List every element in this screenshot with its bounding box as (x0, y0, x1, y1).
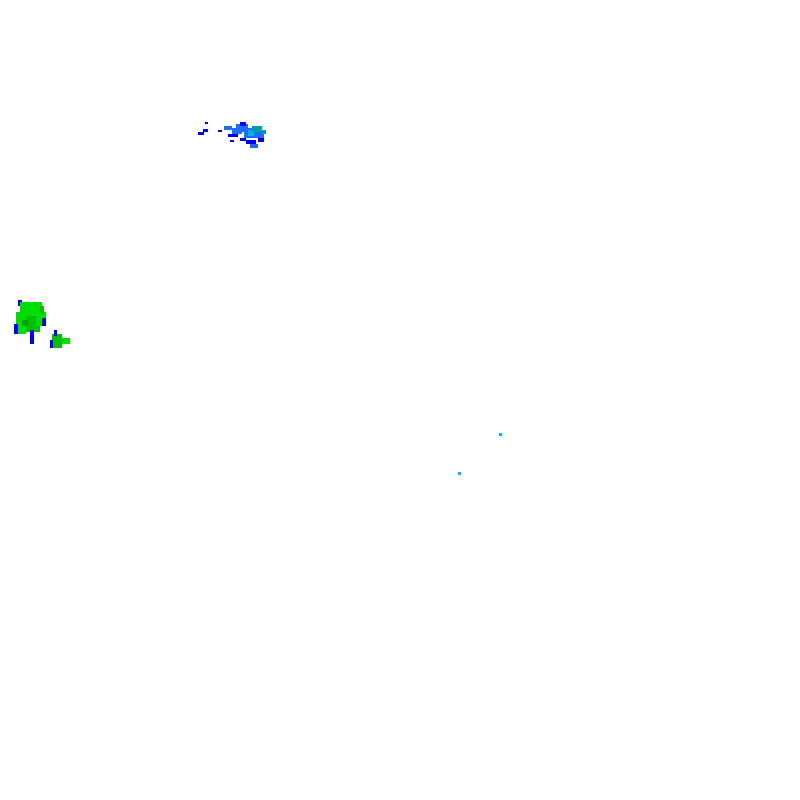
echo-cell (458, 472, 461, 475)
echo-cell (250, 144, 258, 148)
echo-cell (198, 132, 204, 135)
echo-cell (256, 132, 264, 138)
echo-cell (246, 140, 256, 144)
echo-cell (62, 338, 70, 344)
echo-cell (30, 330, 34, 344)
echo-cell (499, 433, 502, 436)
echo-cell (240, 122, 246, 126)
echo-cell (205, 122, 208, 124)
echo-cell (230, 140, 234, 142)
echo-cell (224, 126, 232, 130)
echo-cell (240, 138, 246, 141)
echo-cell (248, 130, 254, 136)
northwest-echo-cluster (198, 122, 266, 148)
echo-cell (236, 124, 248, 132)
echo-cell (22, 320, 28, 326)
echo-cell (40, 306, 44, 314)
echo-cell (203, 129, 208, 132)
echo-cell (258, 138, 264, 142)
echo-cell (16, 312, 26, 334)
echo-cell (14, 324, 18, 334)
echo-cell (252, 126, 262, 132)
center-isolated-echoes (458, 433, 502, 475)
echo-cell (52, 334, 62, 348)
echo-cell (262, 130, 266, 134)
echo-cell (228, 134, 238, 137)
echo-cell (36, 312, 46, 326)
echo-cell (54, 330, 57, 336)
echo-cell (218, 130, 222, 132)
echo-cell (42, 318, 46, 326)
echo-cell (50, 340, 53, 348)
west-echo-cluster (14, 300, 70, 348)
